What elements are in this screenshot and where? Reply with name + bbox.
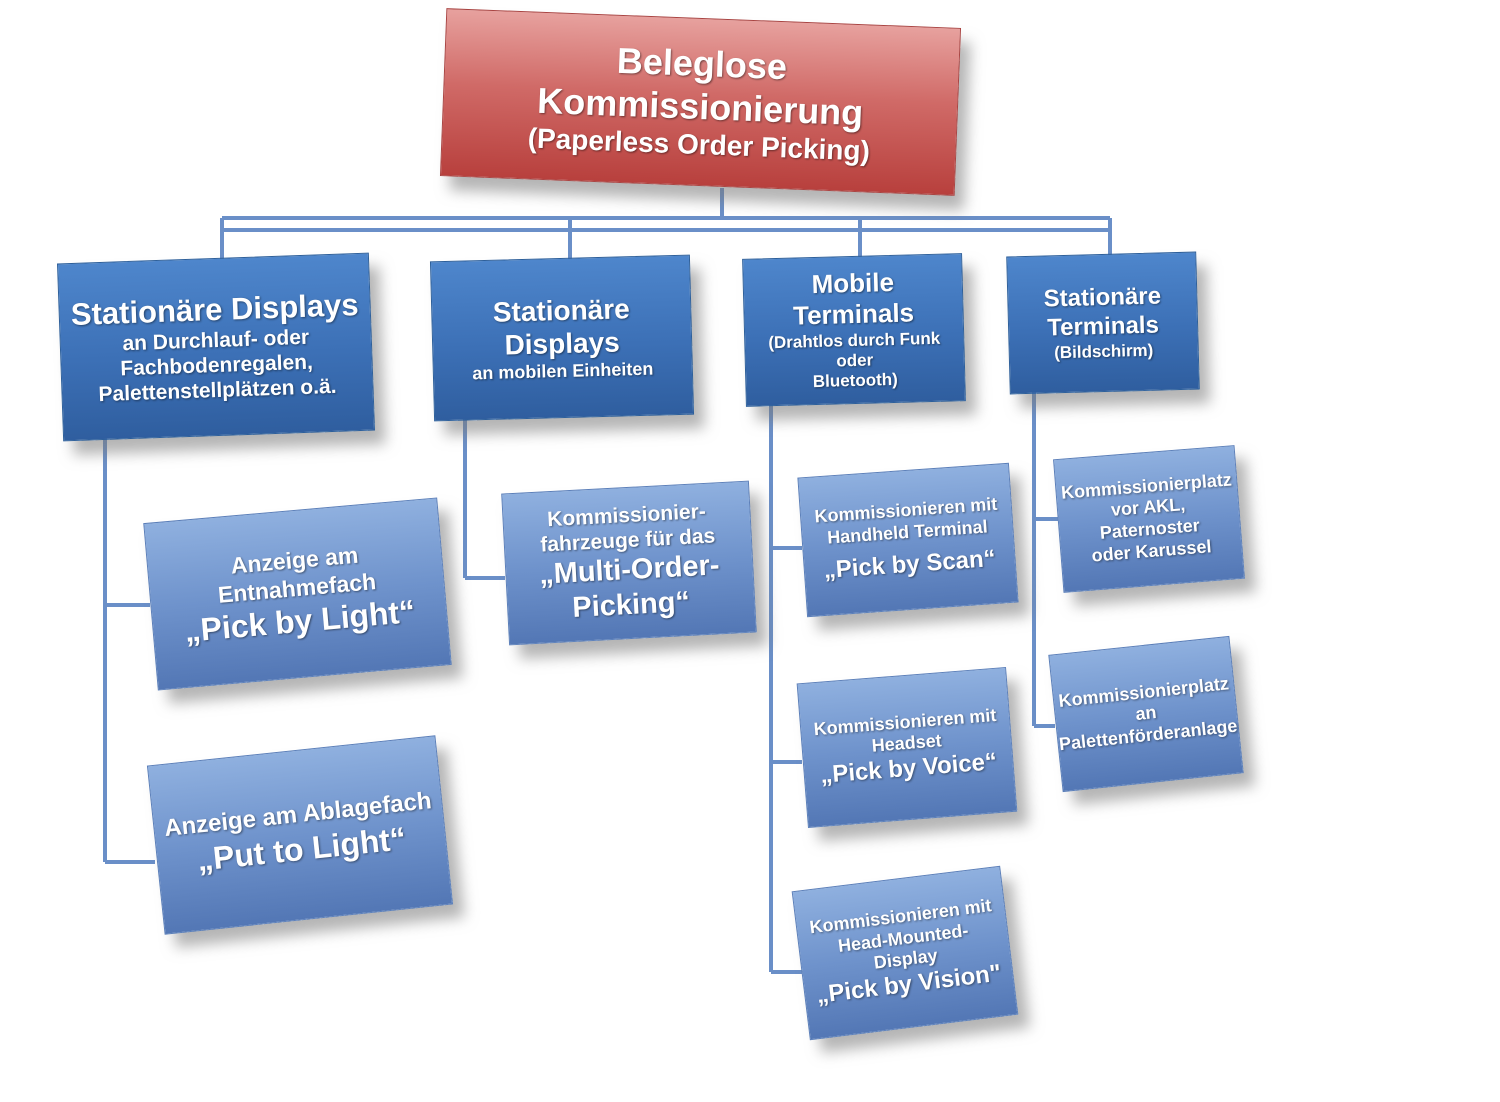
child-pick-by-light: Anzeige am Entnahmefach „Pick by Light“ bbox=[143, 497, 452, 691]
child-highlight: „Pick by Scan“ bbox=[822, 545, 997, 585]
child-akl-station: Kommissionierplatz vor AKL, Paternoster … bbox=[1053, 445, 1245, 593]
category-line: (Bildschirm) bbox=[1053, 340, 1154, 362]
category-stationary-displays-shelves: Stationäre Displays an Durchlauf- oder F… bbox=[56, 252, 376, 442]
category-title: Terminals bbox=[1046, 311, 1160, 342]
root-title: Beleglose Kommissionierung bbox=[536, 39, 865, 134]
child-multi-order-picking: Kommissionier- fahrzeuge für das „Multi-… bbox=[501, 480, 757, 646]
child-pick-by-vision: Kommissionieren mit Head-Mounted-Display… bbox=[791, 865, 1019, 1041]
child-pick-by-voice: Kommissionieren mit Headset „Pick by Voi… bbox=[796, 666, 1018, 829]
child-highlight: Picking“ bbox=[571, 586, 691, 625]
category-title: Mobile Terminals bbox=[792, 267, 915, 331]
root-node: Beleglose Kommissionierung (Paperless Or… bbox=[439, 8, 962, 196]
category-stationary-terminals: Stationäre Terminals (Bildschirm) bbox=[1006, 251, 1200, 395]
category-stationary-displays-mobile-units: Stationäre Displays an mobilen Einheiten bbox=[429, 254, 695, 422]
child-put-to-light: Anzeige am Ablagefach „Put to Light“ bbox=[146, 735, 454, 935]
child-highlight: „Pick by Voice“ bbox=[819, 747, 998, 789]
child-pallet-conveyor-station: Kommissionierplatz an Palettenförderanla… bbox=[1048, 635, 1244, 793]
category-title: Stationäre bbox=[1043, 282, 1162, 313]
child-pick-by-scan: Kommissionieren mit Handheld Terminal „P… bbox=[797, 462, 1019, 618]
category-mobile-terminals: Mobile Terminals (Drahtlos durch Funk od… bbox=[742, 253, 966, 407]
category-line: (Drahtlos durch Funk oder bbox=[768, 328, 941, 371]
category-title: Stationäre Displays bbox=[492, 292, 631, 361]
category-title: Stationäre Displays bbox=[70, 286, 360, 332]
category-line: Bluetooth) bbox=[812, 370, 899, 392]
child-line: an bbox=[1134, 702, 1158, 725]
category-line: an mobilen Einheiten bbox=[472, 358, 654, 384]
